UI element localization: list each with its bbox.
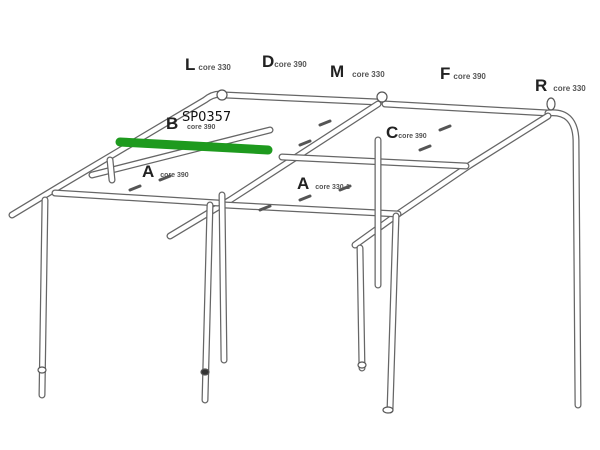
clip-mark [158, 174, 172, 182]
rear-leg-left-tube-fill [107, 157, 115, 183]
clip-mark [338, 184, 352, 192]
label-B-core: core 390 [187, 124, 216, 131]
bar-a-left-tube-fill [52, 190, 221, 206]
clip-mark [128, 184, 142, 192]
clip-mark [438, 124, 452, 132]
right-arch-tube-fill [545, 110, 581, 408]
rear-bar-tube-fill [89, 127, 273, 178]
clip-mark [298, 139, 312, 147]
label-C: Ccore 390 [386, 123, 427, 142]
part-code-highlight: SP0357 [182, 110, 232, 125]
leg-5-tube-fill [357, 245, 365, 371]
clip-mark [318, 119, 332, 127]
label-B: B [166, 114, 179, 133]
bar-c-tube-fill [279, 154, 469, 169]
clip-mark [258, 204, 272, 212]
leg-4-tube-fill [387, 213, 399, 413]
leg-3-tube-fill [219, 192, 227, 363]
middle-arch-tube-fill [167, 101, 381, 239]
leg-1-tube-fill [39, 197, 48, 398]
label-D: Dcore 390 [262, 52, 307, 71]
bar-a-right-tube-fill [222, 202, 401, 217]
leg-2-tube-fill [202, 202, 213, 403]
highlighted-bar-b[interactable] [115, 137, 273, 155]
right-arch-tube [544, 109, 582, 409]
roof-rail-f-tube-fill [382, 101, 551, 116]
clip-mark [298, 194, 312, 202]
roof-rail-d-tube-fill [222, 92, 381, 105]
clip-mark [418, 144, 432, 152]
